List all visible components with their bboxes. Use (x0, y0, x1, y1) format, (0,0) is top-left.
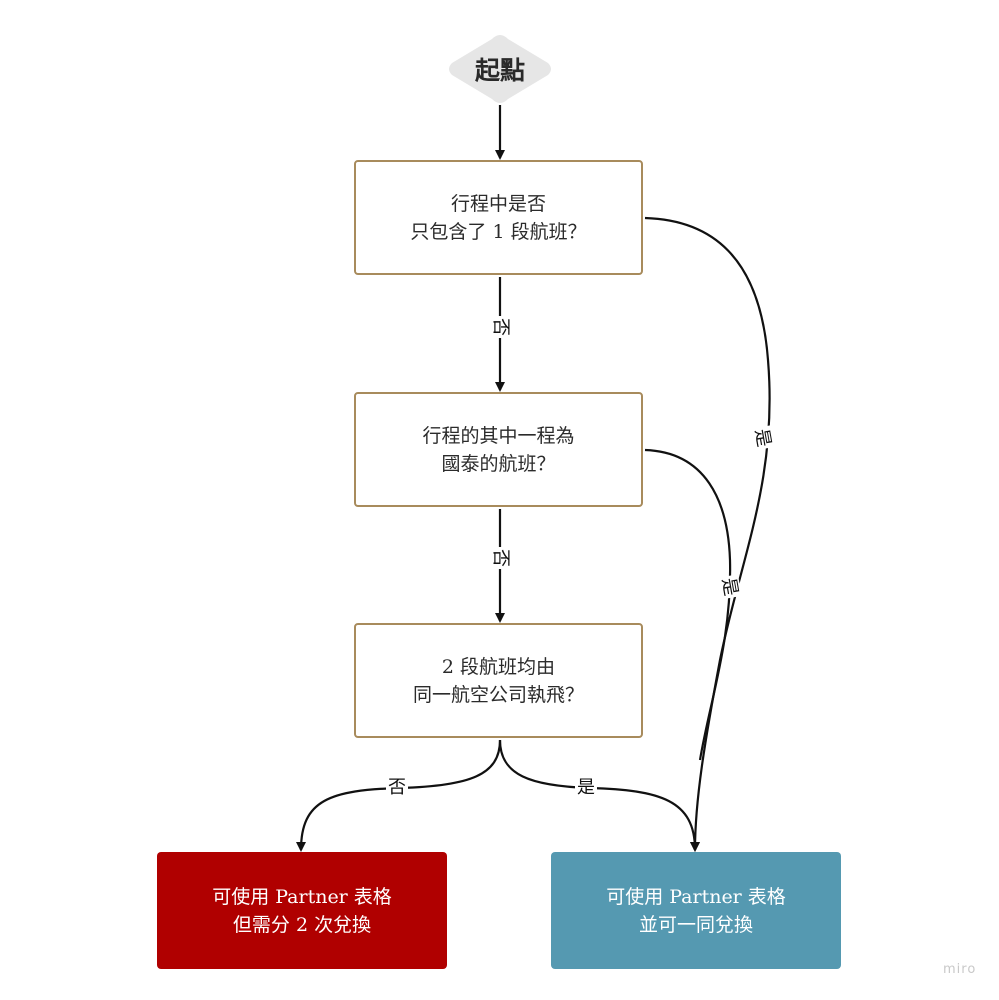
outcome-together-line1: 可使用 Partner 表格 (606, 885, 786, 908)
edge-d2-to-together (644, 448, 732, 761)
decision-single-segment-line2: 只包含了 1 段航班？ (410, 220, 587, 243)
outcome-together-line2: 並可一同兌換 (638, 913, 753, 936)
decision-same-airline-line2: 同一航空公司執飛？ (412, 683, 584, 706)
decision-same-airline: 2 段航班均由 同一航空公司執飛？ (354, 623, 643, 738)
edge-label-d2-no: 否 (489, 547, 511, 569)
decision-cathay-segment-line1: 行程的其中一程為 (422, 424, 575, 447)
miro-watermark: miro (943, 962, 977, 977)
outcome-separate-line2: 但需分 2 次兌換 (232, 913, 372, 936)
outcome-separate-redemption: 可使用 Partner 表格 但需分 2 次兌換 (157, 852, 447, 969)
edge-d3-to-together (498, 739, 700, 852)
edge-label-d2-yes: 是 (716, 574, 742, 600)
outcome-separate-line1: 可使用 Partner 表格 (212, 885, 392, 908)
start-diamond-shape (449, 35, 551, 103)
decision-single-segment-line1: 行程中是否 (450, 192, 546, 215)
edge-label-d3-yes: 是 (575, 777, 597, 799)
edge-label-d1-yes: 是 (749, 425, 775, 451)
start-node: 起點 (446, 33, 554, 105)
start-label: 起點 (474, 56, 525, 85)
decision-cathay-segment: 行程的其中一程為 國泰的航班？ (354, 392, 643, 507)
edge-label-d3-no: 否 (386, 777, 408, 799)
decision-single-segment: 行程中是否 只包含了 1 段航班？ (354, 160, 643, 275)
edge-label-d1-no: 否 (489, 316, 511, 338)
decision-same-airline-line1: 2 段航班均由 (441, 655, 556, 678)
outcome-together-redemption: 可使用 Partner 表格 並可一同兌換 (551, 852, 841, 969)
edge-d1-to-together (644, 216, 771, 852)
decision-cathay-segment-line2: 國泰的航班？ (441, 452, 556, 475)
